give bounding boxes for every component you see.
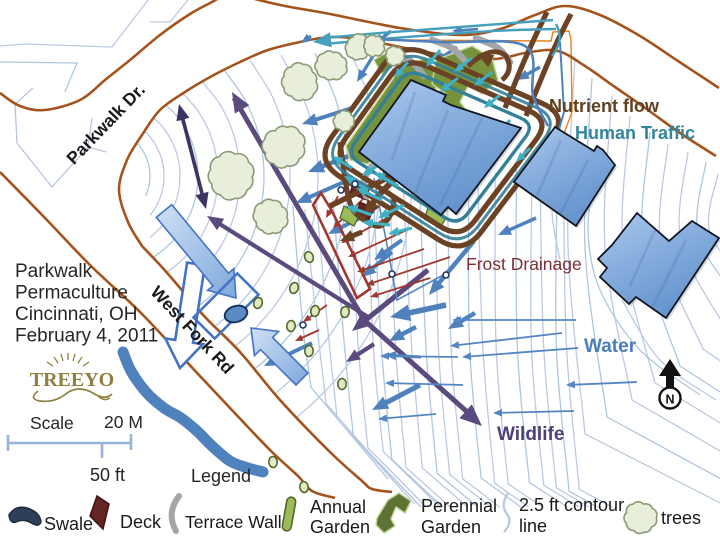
svg-text:Garden: Garden bbox=[310, 517, 370, 537]
svg-text:N: N bbox=[665, 393, 674, 407]
svg-text:Parkwalk: Parkwalk bbox=[15, 261, 93, 282]
svg-text:Frost Drainage: Frost Drainage bbox=[466, 254, 582, 274]
svg-text:Garden: Garden bbox=[421, 517, 481, 537]
svg-text:Perennial: Perennial bbox=[421, 496, 497, 516]
svg-text:Cincinnati, OH: Cincinnati, OH bbox=[15, 304, 138, 325]
svg-text:Water: Water bbox=[584, 336, 637, 357]
svg-text:February 4, 2011: February 4, 2011 bbox=[15, 326, 158, 347]
svg-text:Nutrient flow: Nutrient flow bbox=[549, 96, 660, 116]
svg-text:Legend: Legend bbox=[191, 466, 251, 486]
svg-text:Wildlife: Wildlife bbox=[497, 424, 564, 445]
svg-text:50 ft: 50 ft bbox=[90, 465, 125, 485]
svg-text:Human Traffic: Human Traffic bbox=[575, 123, 695, 143]
svg-text:Permaculture: Permaculture bbox=[15, 283, 128, 304]
svg-text:Annual: Annual bbox=[310, 497, 366, 517]
svg-text:Deck: Deck bbox=[120, 512, 162, 532]
svg-text:Terrace Wall: Terrace Wall bbox=[185, 512, 282, 532]
svg-text:trees: trees bbox=[661, 508, 701, 528]
svg-text:Swale: Swale bbox=[44, 514, 93, 534]
svg-text:20 M: 20 M bbox=[104, 412, 143, 432]
svg-text:TREEYO: TREEYO bbox=[30, 369, 114, 391]
svg-text:line: line bbox=[519, 516, 547, 536]
svg-text:Scale: Scale bbox=[30, 413, 74, 433]
svg-text:2.5 ft contour: 2.5 ft contour bbox=[519, 495, 624, 515]
